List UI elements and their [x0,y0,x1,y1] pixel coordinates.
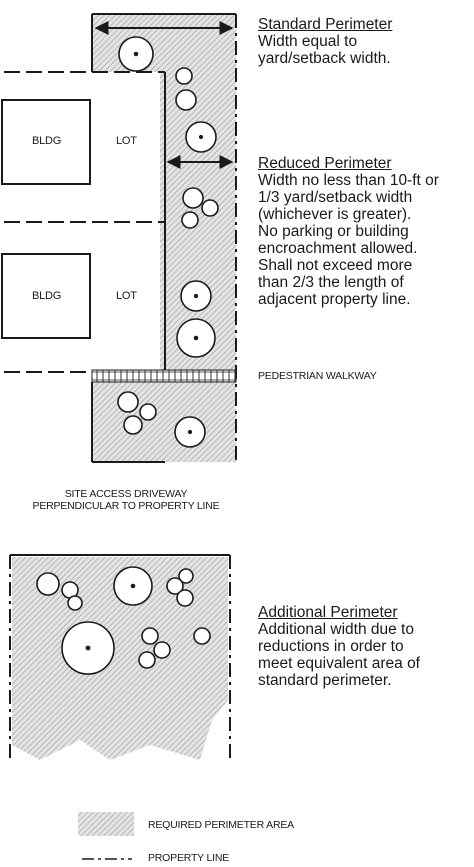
tree-icon [176,318,216,358]
reduced-perimeter-title: Reduced Perimeter [258,155,392,172]
tree-icon [123,415,143,435]
tree-icon [141,627,159,645]
reduced-perimeter-text: Width no less than 10-ft or 1/3 yard/set… [258,172,439,308]
tree-icon [175,89,197,111]
driveway-label-line-2: PERPENDICULAR TO PROPERTY LINE [32,500,220,512]
tree-icon [180,280,212,312]
tree-icon [176,589,194,607]
tree-icon [153,641,171,659]
tree-icon [67,595,83,611]
tree-icon [185,121,217,153]
building-1 [1,99,91,185]
legend [78,812,134,860]
tree-icon [139,403,157,421]
additional-perimeter-title: Additional Perimeter [258,604,398,621]
tree-icon [113,566,153,606]
bldg-label-2: BLDG [32,290,62,302]
bldg-label-1: BLDG [32,135,62,147]
pedestrian-walkway-band [91,369,237,383]
lot-label-1: LOT [116,135,137,147]
tree-icon [174,416,206,448]
standard-perimeter-text: Width equal to yard/setback width. [258,33,391,67]
building-2 [1,253,91,339]
additional-perimeter-note: Additional Perimeter Additional width du… [258,604,420,689]
tree-icon [138,651,156,669]
tree-icon [182,187,204,209]
tree-icon [61,621,115,675]
legend-property-line-label: PROPERTY LINE [148,852,230,864]
tree-icon [117,391,139,413]
tree-icon [166,577,184,595]
lot-label-2: LOT [116,290,137,302]
tree-icon [201,199,219,217]
driveway-label: SITE ACCESS DRIVEWAY PERPENDICULAR TO PR… [6,488,246,512]
reduced-perimeter-note: Reduced Perimeter Width no less than 10-… [258,155,439,308]
tree-icon [178,568,194,584]
tree-icon [36,572,60,596]
legend-perimeter-swatch [78,812,134,836]
standard-perimeter-note: Standard Perimeter Width equal to yard/s… [258,16,392,67]
property-lines [4,13,237,760]
tree-icon [193,627,211,645]
tree-icons [36,36,219,675]
tree-icon [118,36,154,72]
tree-icon [175,67,193,85]
pedestrian-walkway-label: PEDESTRIAN WALKWAY [258,370,377,382]
additional-perimeter-area [12,557,228,760]
standard-perimeter-title: Standard Perimeter [258,16,393,33]
driveway-label-line-1: SITE ACCESS DRIVEWAY [64,488,188,500]
additional-perimeter-text: Additional width due to reductions in or… [258,621,420,689]
tree-icon [181,211,199,229]
legend-perimeter-label: REQUIRED PERIMETER AREA [148,819,294,831]
